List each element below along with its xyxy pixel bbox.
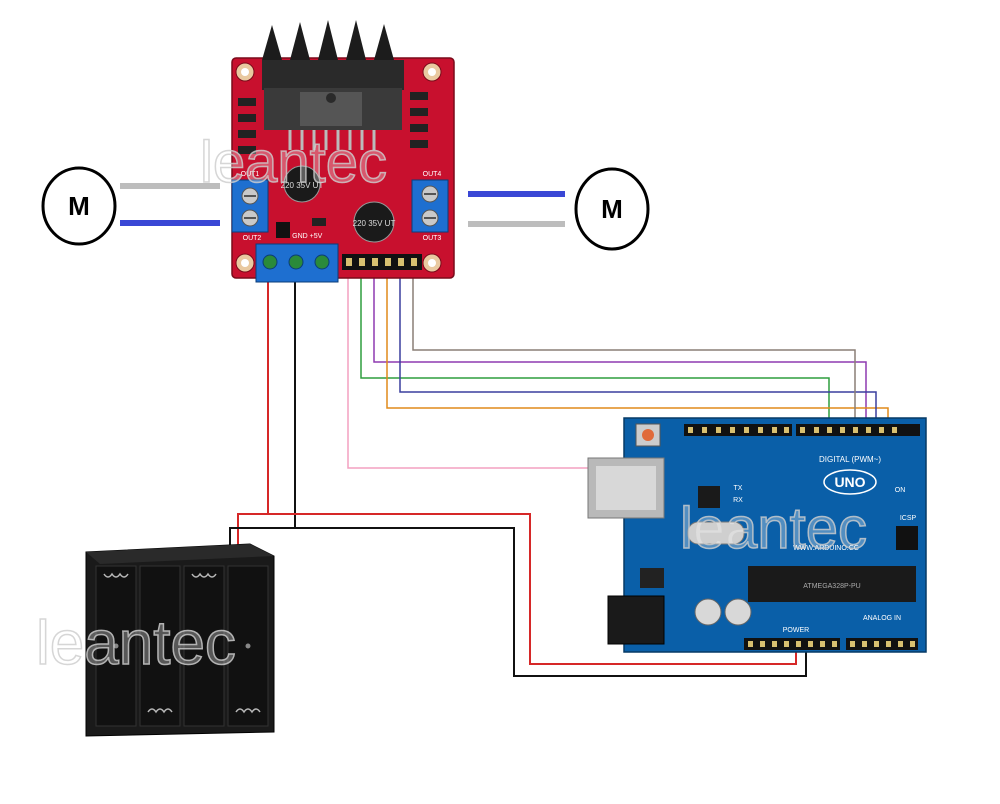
heatsink <box>262 20 404 150</box>
watermark-right: leantec <box>680 496 867 561</box>
motor-right-symbol <box>574 167 650 251</box>
analog-label: ANALOG IN <box>863 615 901 622</box>
out2-label: OUT2 <box>243 235 262 242</box>
icsp-label: ICSP <box>900 515 917 522</box>
digital-header <box>684 424 920 436</box>
out4-label: OUT4 <box>423 171 442 178</box>
battery-red-to-arduino-vin <box>268 513 797 665</box>
chip-label: ATMEGA328P-PU <box>803 583 860 590</box>
motor-right-leads <box>468 191 565 227</box>
digital-label: DIGITAL (PWM~) <box>819 455 881 464</box>
motor-left-leads <box>120 183 220 226</box>
power-label: POWER <box>783 627 809 634</box>
website-label: WWW.ARDUINO.CC <box>793 545 859 552</box>
uno-logo: UNO <box>834 474 865 490</box>
out1-label: OUT1 <box>241 171 260 178</box>
terminal-power <box>255 243 339 283</box>
voltage-regulator <box>640 568 664 588</box>
wire-orange <box>386 270 889 438</box>
usb-chip <box>698 486 720 508</box>
watermark-top: leantec <box>200 130 387 195</box>
battery-red-to-driver <box>237 270 269 548</box>
capacitor-2: 220 35V UT <box>353 201 396 243</box>
analog-header <box>846 638 918 650</box>
atmega-chip <box>748 566 916 602</box>
motor-left-symbol <box>41 166 117 246</box>
motor-left-label: M <box>68 191 90 221</box>
wire-purple <box>373 270 867 438</box>
power-terminal-label: 12V GND +5V <box>278 233 323 240</box>
wire-navy <box>399 270 877 438</box>
motor-right-label: M <box>601 194 623 224</box>
l298n-driver-board: 220 35V UT 220 35V UT OUT1 OUT2 OUT3 OUT… <box>231 20 455 283</box>
tx-label: TX <box>734 485 743 492</box>
crystal <box>687 521 745 545</box>
watermark-bottom: leantec <box>36 609 236 678</box>
power-wires <box>229 270 807 677</box>
arduino-cap-1 <box>694 598 722 626</box>
wire-green <box>360 270 830 438</box>
capacitor-1: 220 35V UT <box>281 165 324 203</box>
arduino-uno-board: DIGITAL (PWM~) UNO ON TX RX ICSP WWW.ARD… <box>587 417 927 653</box>
input-header <box>342 254 422 270</box>
dc-jack <box>607 595 665 645</box>
watermarks: leantec leantec leantec <box>35 129 868 679</box>
terminal-out1-out2 <box>231 179 269 233</box>
wire-taupe <box>412 270 856 438</box>
icsp-header <box>896 526 918 550</box>
on-led-label: ON <box>895 487 906 494</box>
rx-label: RX <box>733 497 743 504</box>
battery-holder <box>85 543 275 737</box>
power-header <box>744 638 840 650</box>
out3-label: OUT3 <box>423 235 442 242</box>
smd-components <box>238 92 428 154</box>
battery-black-to-driver <box>229 270 296 548</box>
arduino-cap-2 <box>724 598 752 626</box>
5v-jumper <box>276 222 290 238</box>
capacitor-1-label: 220 35V UT <box>281 181 324 190</box>
capacitor-2-label: 220 35V UT <box>353 219 396 228</box>
terminal-out3-out4 <box>411 179 449 233</box>
battery-black-to-arduino-gnd <box>295 527 807 677</box>
